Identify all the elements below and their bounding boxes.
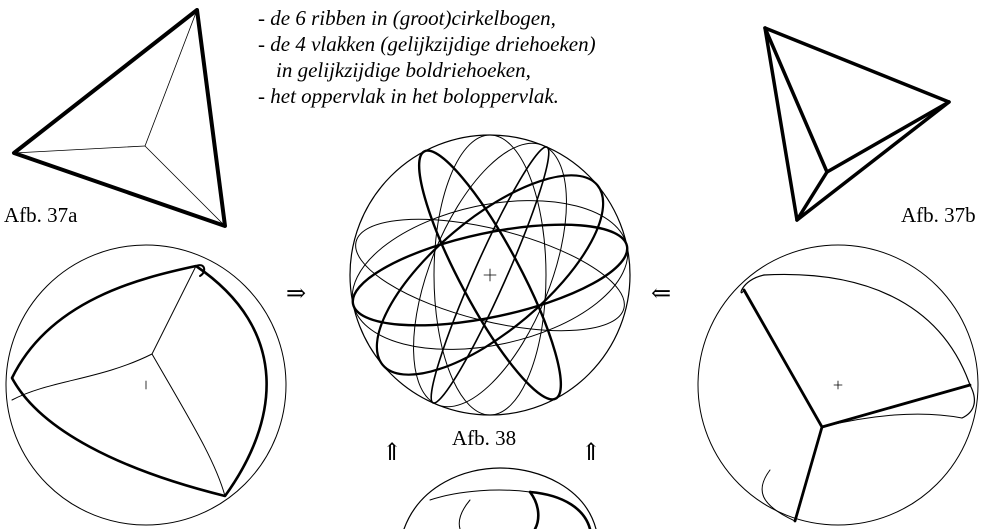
arc-edge xyxy=(429,489,531,501)
sphere-outline xyxy=(697,244,979,526)
caption-fig37b: Afb. 37b xyxy=(901,203,976,227)
spherical-triangle xyxy=(528,490,592,529)
arc-edge xyxy=(151,265,197,355)
arc-edge xyxy=(151,353,226,497)
sphere-outline xyxy=(403,467,597,529)
arc-edge xyxy=(763,273,971,386)
caption-fig37a: Afb. 37a xyxy=(4,203,78,227)
great-circle xyxy=(355,218,625,332)
great-circle xyxy=(433,134,547,416)
arc-edge xyxy=(961,384,976,419)
arrow-left: ⇐ xyxy=(651,281,672,307)
tetrahedron-37b-inner xyxy=(763,26,951,174)
bullet-oppervlak: - het oppervlak in het boloppervlak. xyxy=(258,84,559,108)
arc-edge xyxy=(458,499,471,529)
tetrahedron-37a-outline xyxy=(12,8,227,228)
bullet-vlakken: - de 4 vlakken (gelijkzijdige driehoeken… xyxy=(258,32,596,56)
sphere-great-circles xyxy=(349,134,631,416)
spherical-cap xyxy=(195,264,206,277)
sphere-projection-right xyxy=(697,244,979,526)
tetrahedron-37a xyxy=(12,8,227,228)
arrow-up-left: ⇑ xyxy=(382,440,403,466)
caption-fig38: Afb. 38 xyxy=(452,426,517,450)
great-circle xyxy=(351,200,629,350)
spherical-triangle xyxy=(10,264,268,498)
tetrahedron-37b-inner xyxy=(795,170,829,222)
tetrahedron-37a-edge xyxy=(144,9,198,147)
great-circle xyxy=(417,149,563,401)
tetrahedron-37a-edge xyxy=(13,145,146,154)
bullet-ribben: - de 6 ribben in (groot)cirkelbogen, xyxy=(258,6,556,30)
great-circle xyxy=(375,174,605,376)
arc-edge xyxy=(11,353,153,401)
arc-edge xyxy=(761,469,796,522)
sphere-bottom-partial xyxy=(403,467,597,529)
arrow-right: ⇒ xyxy=(286,281,307,307)
arrow-up-right: ⇑ xyxy=(581,440,602,466)
arc-edge xyxy=(821,413,963,428)
spherical-triangle xyxy=(528,490,540,529)
tetrahedron-37b xyxy=(763,26,951,222)
bullet-vlakken-cont: in gelijkzijdige boldriehoeken, xyxy=(276,58,531,82)
arc-edge xyxy=(793,425,824,523)
spherical-triangle xyxy=(742,288,972,429)
sphere-projection-left xyxy=(5,244,287,526)
sphere-outline xyxy=(5,244,287,526)
arc-edge xyxy=(740,274,765,294)
tetrahedron-37a-edge xyxy=(144,145,226,227)
tetrahedron-37b-outline xyxy=(763,26,951,222)
